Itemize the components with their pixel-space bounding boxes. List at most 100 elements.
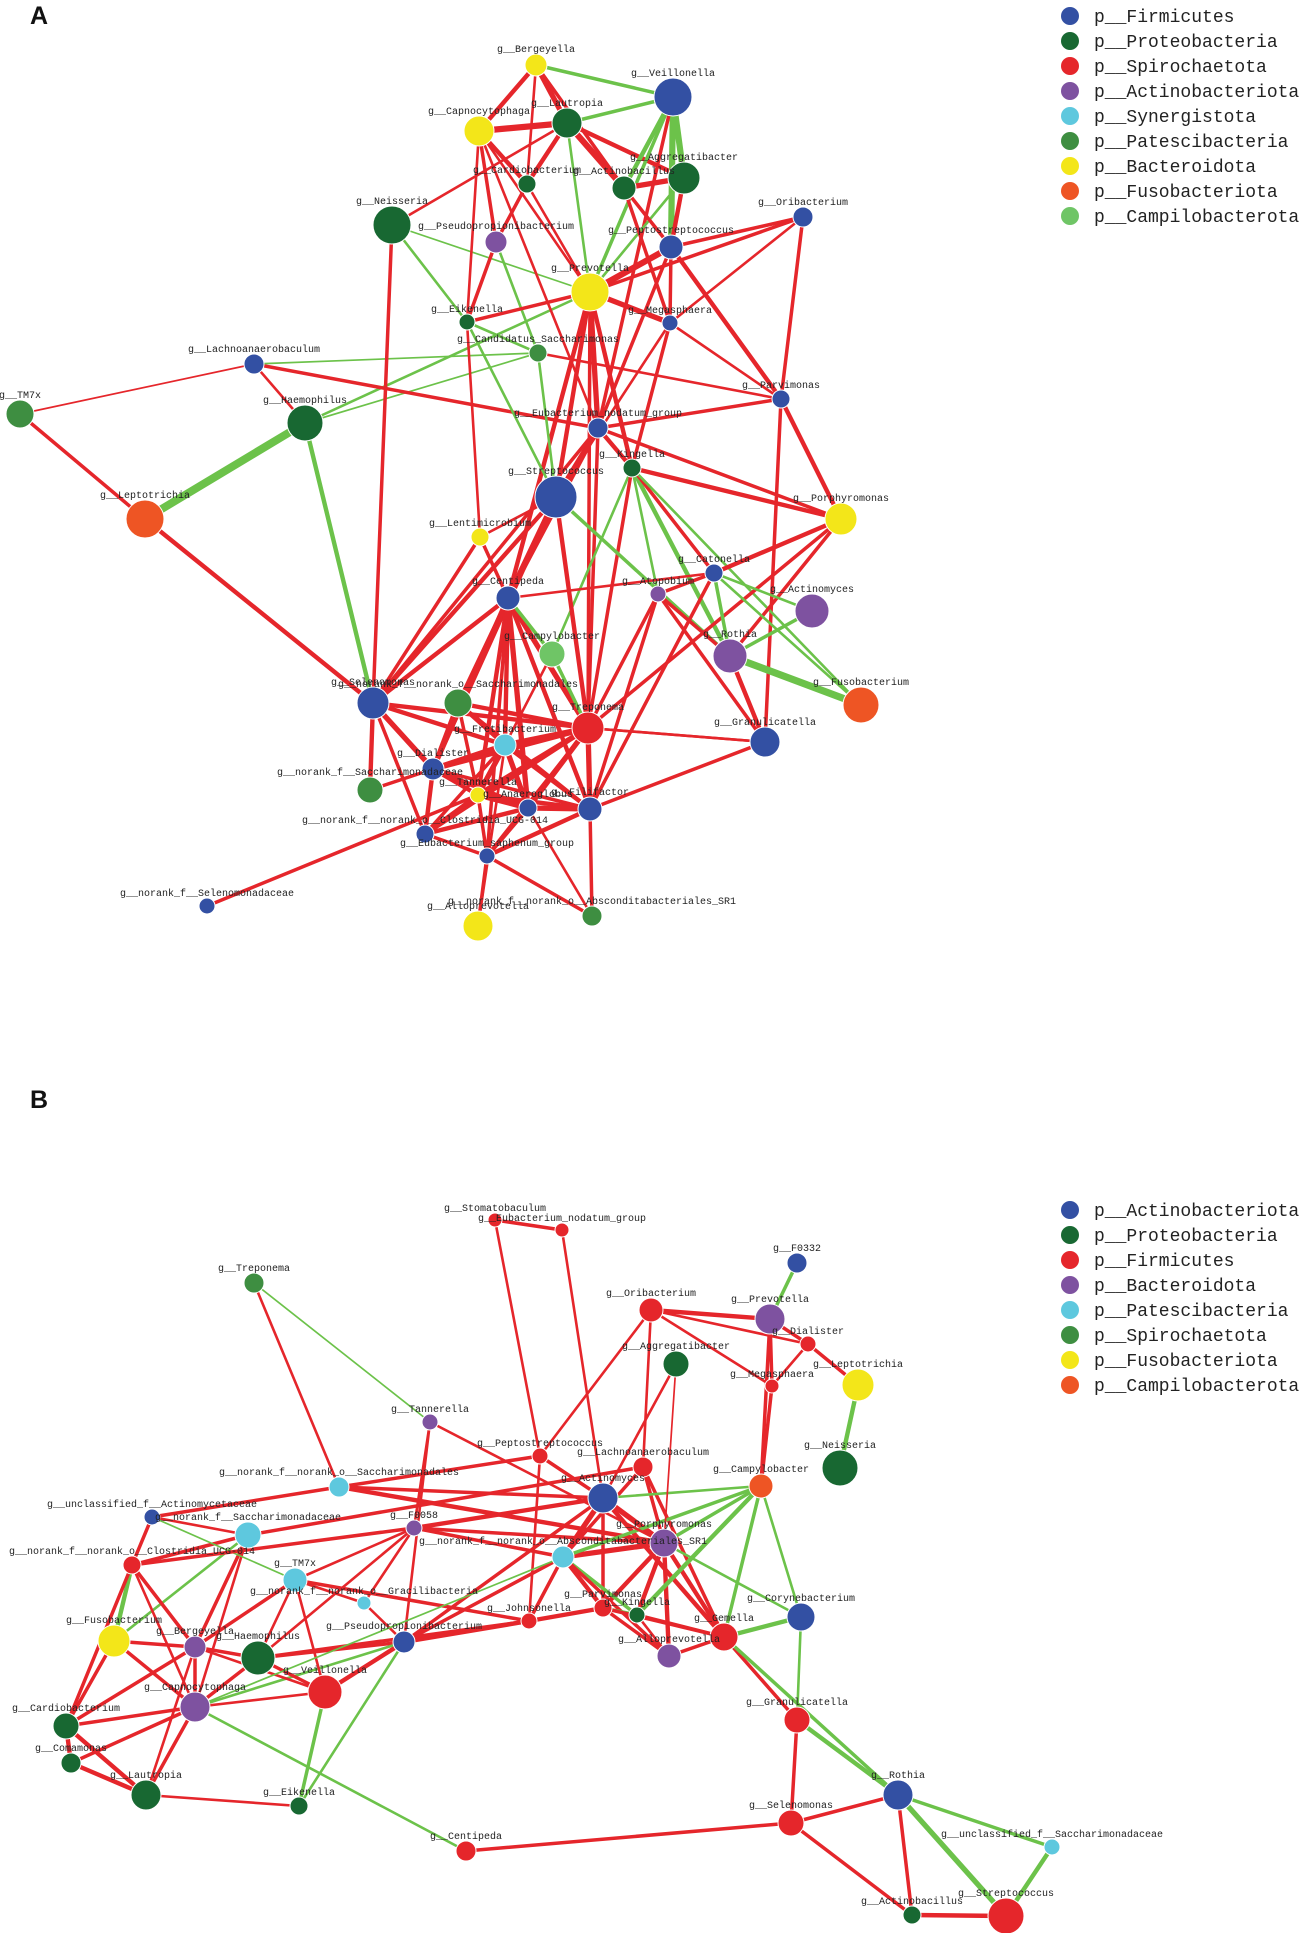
- panel-b: B g__Stomatobaculumg__Eubacterium_nodatu…: [9, 1086, 1299, 1933]
- node-label-Parvimonas: g__Parvimonas: [742, 380, 820, 392]
- edge-Atopobium-Filifactor: [588, 592, 660, 811]
- node-Treponema: [571, 711, 605, 745]
- edge-SR1-Pseudopropionibacterium: [402, 1555, 565, 1644]
- edge-Neisseria-Lautropia: [390, 121, 569, 227]
- legend-entry-2: p__Spirochaetota: [1094, 58, 1267, 78]
- legend-marker-5: [1061, 132, 1079, 150]
- edge-Atopobium-Granulicatella: [656, 592, 767, 744]
- node-Centipeda: [495, 585, 521, 611]
- legend-marker-1: [1061, 1226, 1079, 1244]
- edge-Dialister-Filifactor: [431, 767, 592, 811]
- node-label-Actinobacillus: g__Actinobacillus: [573, 166, 675, 178]
- node-Actinomyces: [794, 593, 830, 629]
- edge-Porphyromonas-Treponema: [586, 517, 843, 730]
- node-Neisseria: [821, 1449, 859, 1487]
- node-Gracilibacteria: [356, 1595, 372, 1611]
- edge-Tannerella-Eubacterium_saphenum: [476, 793, 489, 858]
- edge-norankSacch-Actinomyces: [337, 1485, 605, 1500]
- node-label-Lachnoanaerobaculum: g__Lachnoanaerobaculum: [188, 344, 320, 356]
- node-label-Rothia: g__Rothia: [871, 1770, 925, 1782]
- node-label-Gracilibacteria: g__norank_f__norank_o__Gracilibacteria: [250, 1586, 478, 1598]
- panel-a-label: A: [30, 2, 48, 30]
- node-label-norankSacch: g__norank_f__norank_o__Saccharimonadales: [338, 679, 578, 691]
- node-Bergeyella: [524, 53, 548, 77]
- edge-Campylobacter-Fretibacterium: [503, 652, 554, 747]
- edge-Veillonella-TM7x: [293, 1578, 327, 1694]
- node-SR1: [551, 1545, 575, 1569]
- node-Lentimicrobium: [470, 527, 490, 547]
- node-label-norankSacch: g__norank_f__norank_o__Saccharimonadales: [219, 1467, 459, 1479]
- node-Cardiobacterium: [52, 1712, 80, 1740]
- node-label-Leptotrichia: g__Leptotrichia: [100, 490, 190, 502]
- node-CandSacch: [528, 343, 548, 363]
- node-Eubacterium_nodatum: [554, 1222, 570, 1238]
- edge-CandSacch-Parvimonas: [536, 351, 783, 401]
- node-Parvimonas: [771, 389, 791, 409]
- node-Eubacterium_saphenum: [478, 847, 496, 865]
- node-label-Capnocytophaga: g__Capnocytophaga: [428, 106, 530, 118]
- edge-Oribacterium-Prevotella: [588, 215, 805, 294]
- edge-Kingella-Porphyromonas: [629, 465, 844, 522]
- node-label-ClostridiaUCG: g__norank_f__norank_o__Clostridia_UCG-01…: [302, 815, 548, 827]
- node-norankSacch: [328, 1476, 350, 1498]
- legend-marker-1: [1061, 32, 1079, 50]
- edge-Tannerella-Porphyromonas: [428, 1420, 666, 1545]
- node-Stomatobaculum: [487, 1212, 503, 1228]
- edge-Granulicatella-Filifactor: [588, 740, 767, 811]
- edge-Selenomonas-ClostridiaUCG: [371, 701, 427, 836]
- node-label-Oribacterium: g__Oribacterium: [606, 1288, 696, 1300]
- panel-a-node-labels: g__Bergeyellag__Veillonellag__Capnocytop…: [0, 44, 909, 913]
- node-label-Streptococcus: g__Streptococcus: [958, 1889, 1054, 1900]
- edge-Lachnoanaerobaculum-Eubacterium_nodatum: [252, 362, 600, 430]
- node-label-Centipeda: g__Centipeda: [430, 1831, 502, 1843]
- node-Alloprevotella: [462, 910, 494, 942]
- node-label-Fusobacterium: g__Fusobacterium: [66, 1615, 162, 1627]
- legend-marker-4: [1061, 107, 1079, 125]
- node-Leptotrichia: [125, 499, 165, 539]
- node-label-Eikenella: g__Eikenella: [263, 1787, 335, 1799]
- node-ClostridiaUCG: [415, 824, 435, 844]
- panel-b-node-labels: g__Stomatobaculumg__Eubacterium_nodatum_…: [9, 1203, 1163, 1908]
- node-Aggregatibacter: [667, 161, 701, 195]
- node-Anaeroglobus: [518, 798, 538, 818]
- node-label-Gemella: g__Gemella: [694, 1613, 754, 1625]
- node-Treponema: [243, 1272, 265, 1294]
- edge-Eikenella-Streptococcus: [465, 320, 558, 499]
- edge-Capnocytophaga-Centipeda: [193, 1705, 468, 1853]
- edge-norankSacch-Treponema: [455, 700, 591, 731]
- node-label-TM7x: g__TM7x: [0, 391, 41, 402]
- edge-Actinobacillus-Megasphaera: [622, 186, 672, 325]
- edge-Rothia-Selenomonas: [789, 1793, 900, 1825]
- node-Streptococcus: [534, 475, 578, 519]
- node-label-Bergeyella: g__Bergeyella: [156, 1626, 234, 1638]
- node-label-Porphyromonas: g__Porphyromonas: [793, 493, 889, 505]
- edge-Tannerella-ClostridiaUCG: [422, 792, 481, 837]
- legend-marker-3: [1061, 82, 1079, 100]
- node-label-norankSaccharimonadaceae: g__norank_f__Saccharimonadaceae: [155, 1512, 341, 1524]
- node-Parvimonas: [593, 1598, 613, 1618]
- node-Dialister: [799, 1335, 817, 1353]
- edge-Eubacterium_nodatum-Porphyromonas: [596, 426, 843, 521]
- node-label-norankSaccharimonadaceae: g__norank_f__Saccharimonadaceae: [277, 767, 463, 779]
- edge-Porphyromonas-Catonella: [711, 516, 844, 576]
- edge-Aggregatibacter-Prevotella: [588, 176, 686, 294]
- node-Megasphaera: [764, 1378, 780, 1394]
- edge-Kingella-Treponema: [586, 466, 634, 730]
- node-label-Comamonas: g__Comamonas: [35, 1744, 107, 1755]
- legend-entry-7: p__Campilobacterota: [1094, 1377, 1299, 1397]
- node-Tannerella: [421, 1413, 439, 1431]
- edge-Megasphaera-Parvimonas: [668, 321, 783, 401]
- node-Aggregatibacter: [662, 1350, 690, 1378]
- panel-a-legend: p__Firmicutesp__Proteobacteriap__Spiroch…: [1061, 7, 1299, 228]
- edge-Eubacterium_nodatum-Treponema: [586, 426, 600, 730]
- node-Rothia: [712, 638, 748, 674]
- edge-Peptostreptococcus-Megasphaera: [668, 245, 673, 325]
- edge-Bergeyella-Veillonella: [534, 63, 675, 99]
- legend-marker-6: [1061, 157, 1079, 175]
- node-label-Centipeda: g__Centipeda: [472, 576, 544, 588]
- legend-marker-3: [1061, 1276, 1079, 1294]
- edge-Lautropia-Prevotella: [565, 121, 592, 294]
- node-label-Stomatobaculum: g__Stomatobaculum: [444, 1203, 546, 1215]
- edge-norankSaccharimonadaceae-Capnocytophaga: [193, 1533, 250, 1709]
